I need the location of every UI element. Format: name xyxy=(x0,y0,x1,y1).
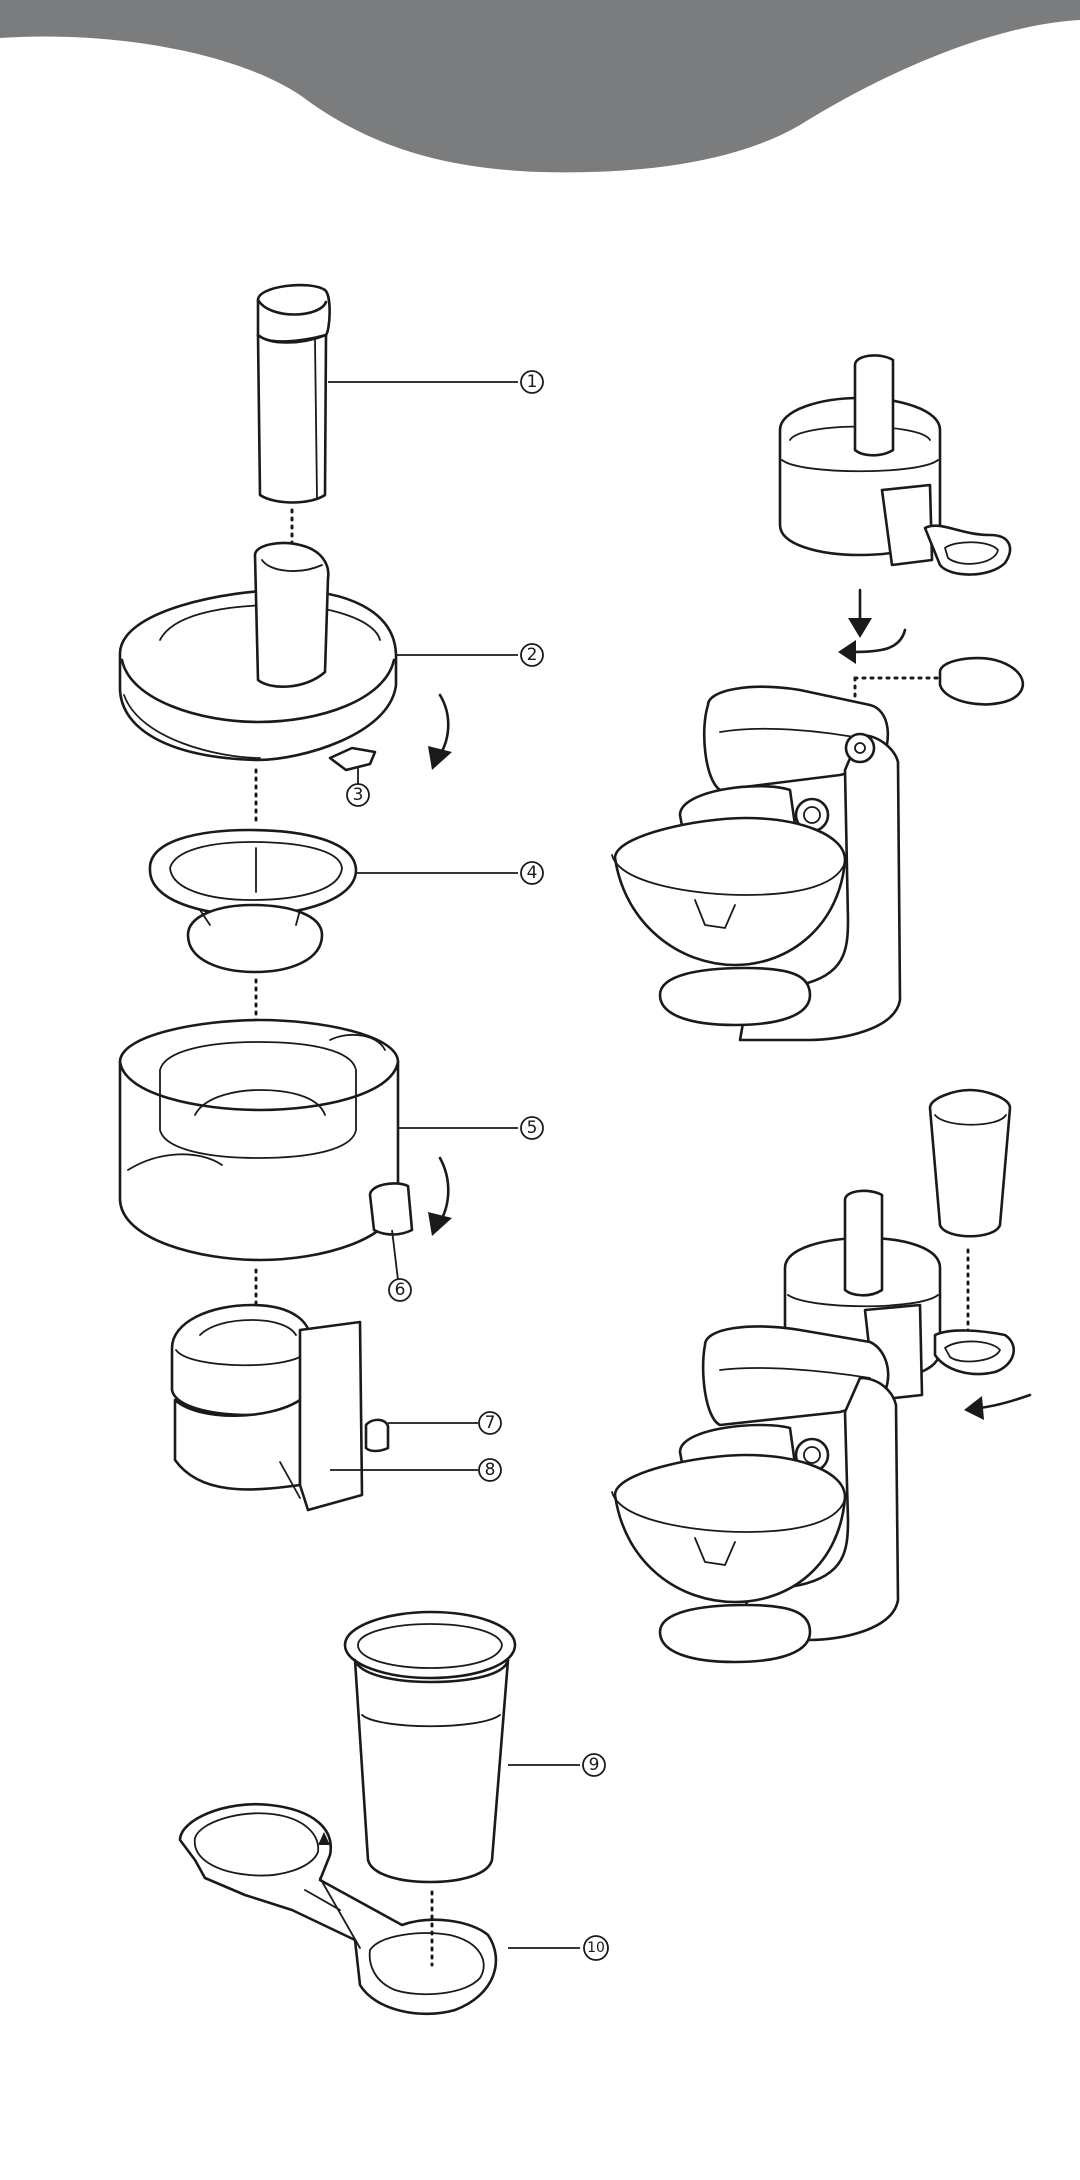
callout-6: 6 xyxy=(388,1278,412,1302)
exploded-juicer-parts xyxy=(118,283,580,1949)
callout-label-1: 1 xyxy=(527,372,538,392)
callout-label-4: 4 xyxy=(527,863,538,883)
jug-and-holder xyxy=(178,1610,517,2016)
callout-3: 3 xyxy=(346,783,370,807)
juicer-bowl-part xyxy=(118,1018,414,1262)
callout-label-3: 3 xyxy=(353,785,364,805)
filter-part xyxy=(148,828,358,974)
callout-4: 4 xyxy=(520,861,544,885)
callout-label-2: 2 xyxy=(527,645,538,665)
callout-label-7: 7 xyxy=(485,1413,496,1433)
callout-label-10: 10 xyxy=(587,1940,605,1956)
lid-part xyxy=(118,541,398,772)
callout-label-8: 8 xyxy=(485,1460,496,1480)
callout-1: 1 xyxy=(520,370,544,394)
drive-unit-part xyxy=(170,1303,390,1512)
callout-10: 10 xyxy=(583,1935,609,1961)
callout-5: 5 xyxy=(520,1116,544,1140)
mixer-with-juicer-assembled xyxy=(611,1088,1032,1664)
callout-2: 2 xyxy=(520,643,544,667)
callout-8: 8 xyxy=(478,1458,502,1482)
callout-7: 7 xyxy=(478,1411,502,1435)
callout-label-6: 6 xyxy=(395,1280,406,1300)
callout-label-5: 5 xyxy=(527,1118,538,1138)
mixer-with-juicer-fitting xyxy=(611,354,1024,1042)
wave-banner xyxy=(0,0,1080,173)
pusher-part xyxy=(256,283,331,504)
callout-9: 9 xyxy=(582,1753,606,1777)
callout-label-9: 9 xyxy=(589,1755,600,1775)
